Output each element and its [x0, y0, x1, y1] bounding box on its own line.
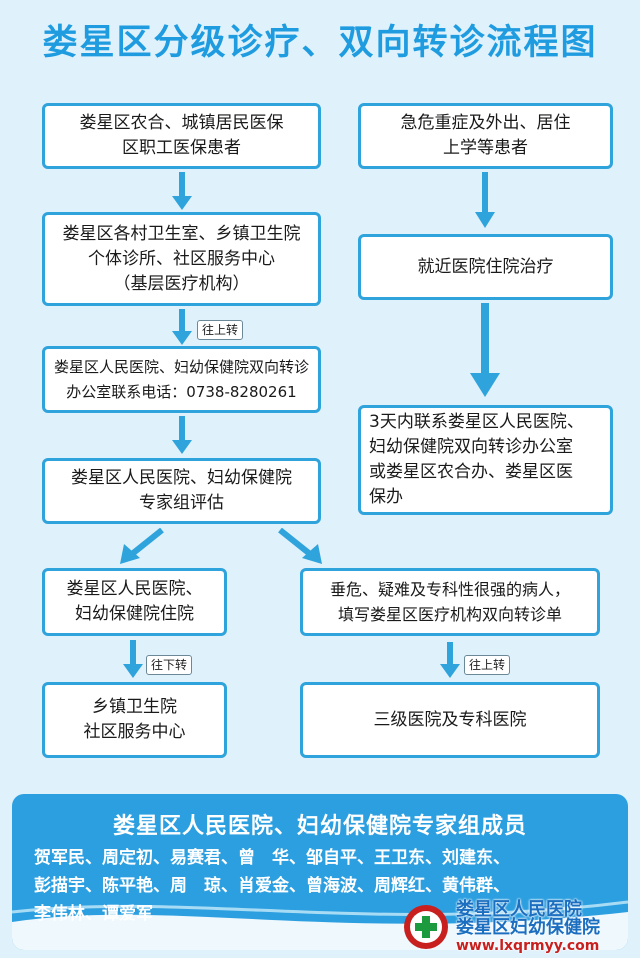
expert-member-list: 贺军民、周定初、易赛君、曾 华、邹自平、王卫东、刘建东、 彭描宇、陈平艳、周 琼… — [34, 848, 510, 924]
arrow-down-icon — [172, 416, 192, 454]
arrow-down-icon — [123, 640, 143, 678]
arrow-down-icon — [172, 309, 192, 345]
expert-evaluation-box: 娄星区人民医院、妇幼保健院 专家组评估 — [42, 458, 321, 524]
page-title: 娄星区分级诊疗、双向转诊流程图 — [42, 23, 598, 63]
referral-office-box: 娄星区人民医院、妇幼保健院双向转诊 办公室联系电话：0738-8280261 — [42, 346, 321, 413]
watermark-line2: 娄星区妇幼保健院 — [456, 917, 600, 938]
arrow-up-icon — [440, 642, 460, 678]
expert-panel-title: 娄星区人民医院、妇幼保健院专家组成员 — [112, 814, 527, 839]
contact-office-box: 3天内联系娄星区人民医院、 妇幼保健院双向转诊办公室 或娄星区农合办、娄星区医 … — [358, 405, 613, 515]
arrow-down-icon — [475, 172, 495, 228]
nearby-hospital-box: 就近医院住院治疗 — [358, 234, 613, 300]
watermark-url: www.lxqrmyy.com — [456, 938, 600, 954]
hospital-watermark: 娄星区人民医院 娄星区妇幼保健院 www.lxqrmyy.com — [400, 900, 632, 954]
referral-up-tag: 往上转 — [464, 655, 511, 675]
watermark-line1: 娄星区人民医院 — [456, 899, 582, 920]
arrow-down-left-icon — [120, 528, 164, 564]
hospital-logo-icon — [404, 905, 448, 949]
emergency-patients-box: 急危重症及外出、居住 上学等患者 — [358, 103, 613, 169]
referral-up-tag: 往上转 — [197, 320, 244, 340]
arrow-down-icon — [172, 172, 192, 210]
primary-care-box: 娄星区各村卫生室、乡镇卫生院 个体诊所、社区服务中心 （基层医疗机构） — [42, 212, 321, 306]
expert-panel — [12, 794, 628, 950]
township-box: 乡镇卫生院 社区服务中心 — [42, 682, 227, 758]
inpatient-box: 娄星区人民医院、 妇幼保健院住院 — [42, 568, 227, 636]
referral-down-tag: 往下转 — [146, 655, 193, 675]
arrow-down-icon — [470, 303, 500, 397]
critical-patients-box: 垂危、疑难及专科性很强的病人， 填写娄星区医疗机构双向转诊单 — [300, 568, 600, 636]
tertiary-hospital-box: 三级医院及专科医院 — [300, 682, 600, 758]
patients-box: 娄星区农合、城镇居民医保 区职工医保患者 — [42, 103, 321, 169]
arrow-down-right-icon — [278, 528, 322, 564]
